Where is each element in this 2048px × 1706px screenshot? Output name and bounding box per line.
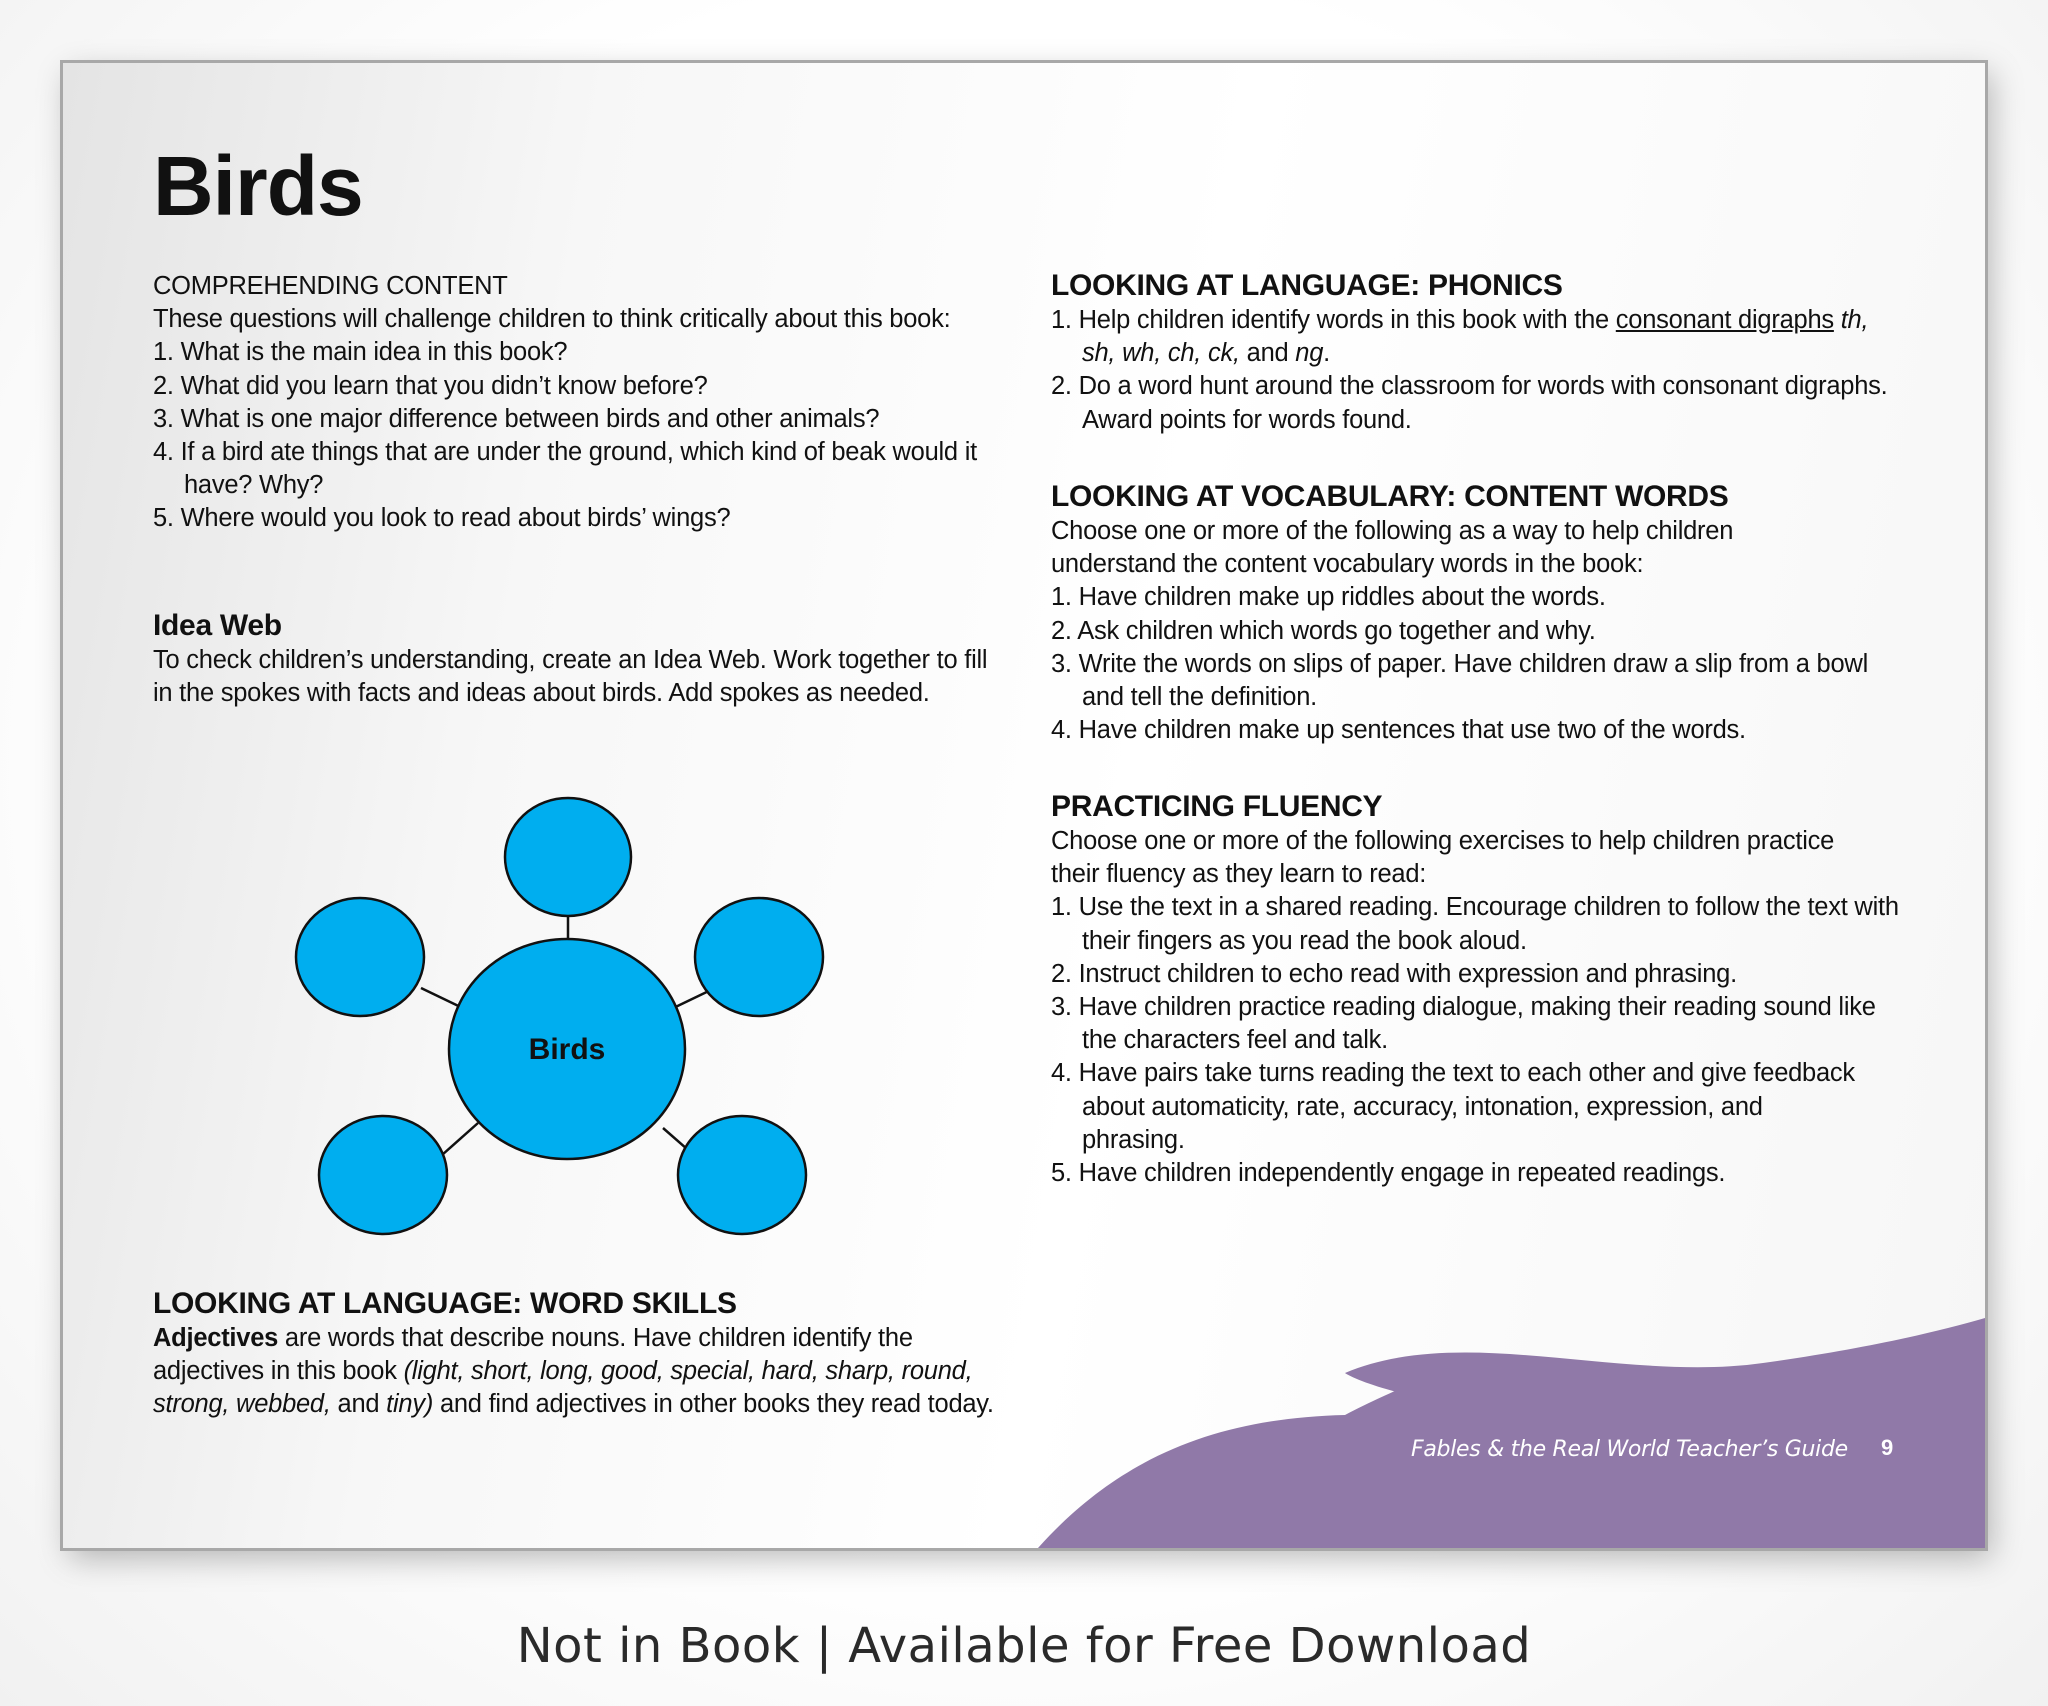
adjectives-term: Adjectives — [153, 1324, 279, 1352]
download-caption: Not in Book | Available for Free Downloa… — [516, 1618, 1532, 1674]
text: and — [330, 1390, 387, 1419]
text: 1. Help children identify words in this … — [1051, 306, 1616, 334]
vocabulary-item: 4. Have children make up sentences that … — [1051, 716, 1746, 745]
question-item: 5. Where would you look to read about bi… — [153, 504, 731, 533]
center-label: Birds — [529, 1033, 606, 1066]
text: and find adjectives in other books they … — [433, 1390, 994, 1419]
idea-web-heading: Idea Web — [153, 609, 282, 642]
word-skills-text: Adjectives are words that describe nouns… — [153, 1322, 1013, 1422]
text: th, sh, wh, ch, ck, — [1082, 306, 1869, 368]
fluency-item: 1. Use the text in a shared reading. Enc… — [1051, 893, 1899, 955]
word-skills-section: LOOKING AT LANGUAGE: WORD SKILLS Adjecti… — [153, 1286, 1013, 1422]
spoke-circle-lower-left — [317, 1114, 449, 1236]
text: . — [1323, 339, 1330, 368]
page-number: 9 — [1881, 1435, 1894, 1460]
text: are words that describe nouns. Have chil… — [153, 1324, 913, 1386]
fluency-section: PRACTICING FLUENCY Choose one or more of… — [1051, 789, 1911, 1190]
guide-title-footer: Fables & the Real World Teacher’s Guide — [1411, 1437, 1848, 1462]
center-circle — [447, 937, 687, 1161]
spoke-circle-upper-left — [294, 896, 426, 1018]
comprehending-heading: COMPREHENDING CONTENT — [153, 272, 508, 300]
idea-web-text: To check children’s understanding, creat… — [153, 646, 988, 708]
guide-page: Birds COMPREHENDING CONTENT These questi… — [63, 63, 1985, 1548]
spoke-circle-top — [503, 796, 633, 918]
idea-web-section: Idea Web To check children’s understandi… — [153, 608, 993, 710]
vocabulary-intro: Choose one or more of the following as a… — [1051, 517, 1734, 579]
vocabulary-item: 1. Have children make up riddles about t… — [1051, 583, 1606, 612]
question-item: 4. If a bird ate things that are under t… — [153, 438, 977, 500]
text: and — [1239, 339, 1296, 368]
vocabulary-section: LOOKING AT VOCABULARY: CONTENT WORDS Cho… — [1051, 479, 1901, 747]
fluency-item: 3. Have children practice reading dialog… — [1051, 993, 1876, 1055]
adjective-list: (light, short, long, good, special, hard… — [153, 1357, 973, 1419]
fluency-heading: PRACTICING FLUENCY — [1051, 790, 1383, 823]
question-item: 2. What did you learn that you didn’t kn… — [153, 371, 708, 400]
word-skills-heading: LOOKING AT LANGUAGE: WORD SKILLS — [153, 1287, 737, 1320]
vocabulary-heading: LOOKING AT VOCABULARY: CONTENT WORDS — [1051, 480, 1729, 513]
fluency-item: 5. Have children independently engage in… — [1051, 1159, 1726, 1188]
vocabulary-item: 2. Ask children which words go together … — [1051, 616, 1596, 645]
adjective-list: tiny) — [386, 1390, 434, 1419]
text: ng — [1295, 339, 1324, 368]
spoke-circle-lower-right — [676, 1114, 808, 1236]
purple-wave-decoration — [1038, 1318, 1985, 1548]
comprehending-section: COMPREHENDING CONTENT These questions wi… — [153, 270, 1053, 536]
fluency-item: 2. Instruct children to echo read with e… — [1051, 959, 1737, 988]
comprehending-intro: These questions will challenge children … — [153, 305, 951, 334]
vocabulary-item: 3. Write the words on slips of paper. Ha… — [1051, 649, 1868, 712]
question-item: 3. What is one major difference between … — [153, 404, 880, 433]
phonics-item: 2. Do a word hunt around the classroom f… — [1051, 372, 1888, 434]
idea-web-diagram: Birds — [294, 796, 825, 1236]
page-title: Birds — [153, 139, 364, 233]
phonics-heading: LOOKING AT LANGUAGE: PHONICS — [1051, 269, 1563, 302]
spoke-circle-upper-right — [693, 896, 825, 1018]
question-item: 1. What is the main idea in this book? — [153, 338, 568, 367]
fluency-intro: Choose one or more of the following exer… — [1051, 827, 1835, 889]
wave-shape — [1038, 1318, 1985, 1548]
phonics-section: LOOKING AT LANGUAGE: PHONICS 1. Help chi… — [1051, 268, 1901, 437]
phonics-item: 1. Help children identify words in this … — [1051, 304, 1901, 370]
fluency-item: 4. Have pairs take turns reading the tex… — [1051, 1059, 1855, 1154]
consonant-digraphs-link[interactable]: consonant digraphs — [1615, 306, 1834, 334]
